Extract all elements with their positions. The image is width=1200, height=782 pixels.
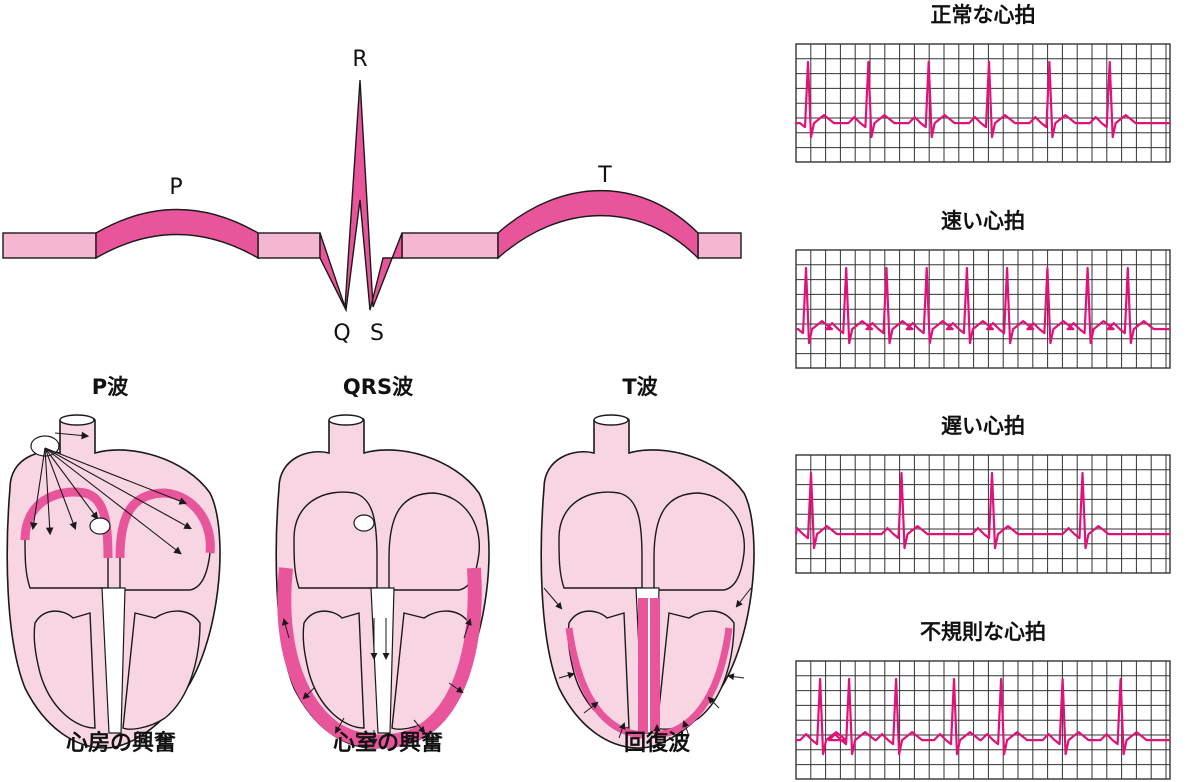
strip-title: 遅い心拍 [941,414,1025,438]
heart-qrs-wave [275,414,490,749]
heart-heading-t: T波 [622,375,658,399]
baseline-segment [401,232,499,259]
ecg-strip: 遅い心拍 [794,414,1171,574]
strip-title: 正常な心拍 [931,3,1036,27]
heart-heading-qrs: QRS波 [343,375,414,399]
qrs-complex [319,79,403,313]
heart-caption-t: 回復波 [624,730,691,756]
heart-p-wave [6,414,221,749]
ecg-strip: 速い心拍 [795,209,1171,369]
ecg-strip: 正常な心拍 [795,3,1171,163]
strip-grid-lines [796,44,1170,162]
ecg-trace [796,266,1170,345]
s-label: S [370,321,384,346]
ecg-trace [796,60,1170,139]
r-label: R [352,47,367,72]
heart-caption-p: 心房の興奮 [66,730,176,756]
q-label: Q [333,321,350,346]
baseline-segment [257,232,321,259]
heart-heading-p: P波 [92,375,129,399]
t-wave [497,189,699,260]
ecg-trace [794,471,1170,550]
baseline-segment [2,232,97,259]
ecg-trace [796,677,1170,756]
strip-grid-lines [796,455,1170,573]
p-label: P [169,175,182,200]
t-label: T [597,163,612,188]
heart-caption-qrs: 心室の興奮 [333,730,443,756]
baseline-segment [697,232,742,259]
p-wave [95,208,259,260]
pqrst-waveform [2,79,742,313]
strip-title: 不規則な心拍 [920,620,1046,644]
heart-t-wave [540,414,755,749]
strip-title: 速い心拍 [941,209,1025,233]
ecg-strip: 不規則な心拍 [795,620,1171,780]
strip-grid-lines [796,250,1170,368]
